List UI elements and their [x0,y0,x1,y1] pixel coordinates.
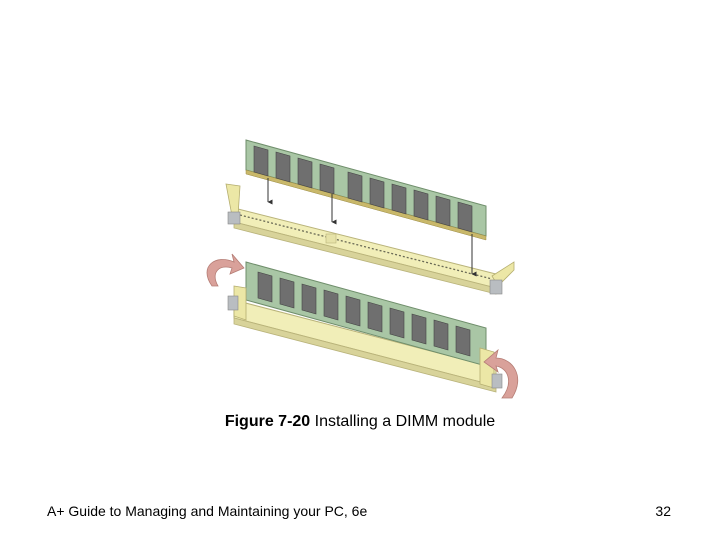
top-slot-left-clip [225,183,241,225]
bottom-memory-slot [233,299,497,393]
figure-title: Installing a DIMM module [314,413,496,430]
bottom-slot-left-clip [227,285,247,321]
figure-caption: Figure 7-20 Installing a DIMM module [0,413,720,431]
footer-book-title: A+ Guide to Managing and Maintaining you… [47,503,368,519]
rotate-clip-arrow-right [483,348,519,399]
dimm-illustration [206,139,519,399]
top-dimm-module [245,139,487,241]
rotate-clip-arrow-left [206,253,245,287]
insert-arrows [267,178,477,277]
figure-number: Figure 7-20 [224,413,311,430]
top-memory-slot [233,207,497,295]
page-number: 32 [655,503,671,519]
bottom-dimm-module [245,261,487,367]
top-slot-right-clip [489,261,515,295]
dimm-installation-figure [196,136,526,404]
bottom-slot-right-clip [479,347,503,389]
